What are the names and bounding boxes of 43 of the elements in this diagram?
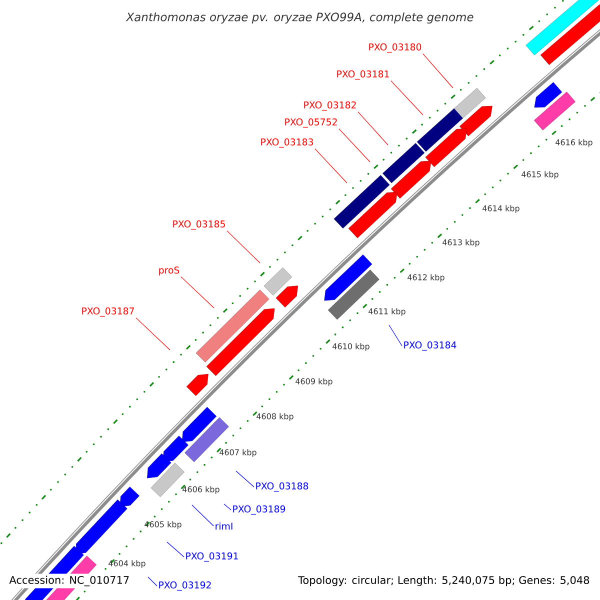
- gene-label: PXO_03188: [256, 482, 308, 492]
- scale-label: 4615 kbp: [522, 171, 558, 179]
- scale-label: 4613 kbp: [442, 239, 480, 247]
- gene-label: PXO_03182: [304, 101, 356, 111]
- leader-line: [314, 148, 348, 184]
- leader-line: [422, 54, 454, 88]
- scale-label: 4614 kbp: [482, 205, 520, 213]
- scale-label: 4608 kbp: [256, 413, 294, 421]
- scale-label: 4607 kbp: [220, 449, 256, 457]
- leader-line: [338, 128, 370, 162]
- gene-label: PXO_03180: [369, 43, 422, 53]
- gene-label: proS: [159, 266, 180, 276]
- gene-label: PXO_03185: [173, 220, 225, 230]
- gene-label: PXO_03184: [404, 341, 456, 351]
- gene-label: PXO_03189: [233, 505, 286, 515]
- gene-label: PXO_05752: [285, 118, 337, 128]
- gene-label: PXO_03191: [186, 552, 238, 562]
- gene-label: PXO_03187: [82, 307, 134, 317]
- leader-line: [192, 504, 214, 526]
- genome-summary: Topology: circular; Length: 5,240,075 bp; Genes: 5,048: [296, 574, 592, 588]
- leader-line: [224, 504, 232, 510]
- scale-label: 4606 kbp: [182, 486, 220, 494]
- scale-label: 4610 kbp: [332, 343, 370, 351]
- accession-text: Accession: NC_010717: [7, 574, 132, 588]
- leader-line: [136, 318, 170, 350]
- scale-label: 4604 kbp: [108, 560, 146, 568]
- gene-label: PXO_03183: [261, 138, 313, 148]
- leader-line: [180, 276, 214, 308]
- leader-line: [388, 324, 402, 346]
- gene-label: PXO_03192: [159, 581, 211, 591]
- gene-label: rimI: [216, 522, 232, 530]
- leader-line: [236, 470, 254, 488]
- title: Xanthomonas oryzae pv. oryzae PXO99A, complete genome: [124, 10, 476, 26]
- leader-line: [148, 576, 158, 586]
- gene-label: PXO_03181: [337, 70, 389, 80]
- leader-line: [390, 80, 424, 116]
- leader-line: [226, 230, 260, 264]
- scale-label: 4616 kbp: [556, 139, 592, 147]
- leader-line: [358, 112, 388, 146]
- scale-label: 4611 kbp: [368, 308, 406, 316]
- scale-label: 4609 kbp: [296, 378, 332, 386]
- scale-label: 4612 kbp: [408, 274, 444, 282]
- leader-line: [166, 542, 184, 558]
